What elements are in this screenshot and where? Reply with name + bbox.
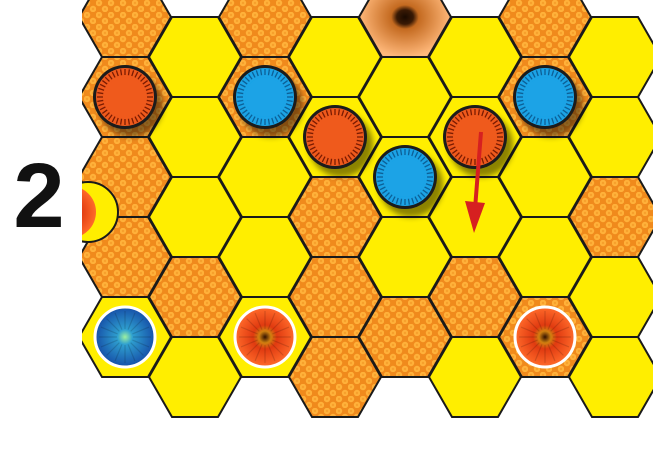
step-number: 2	[4, 150, 74, 242]
orange-piece[interactable]	[303, 105, 367, 169]
red-flower-icon	[515, 307, 575, 367]
red-flower-icon	[235, 307, 295, 367]
blue-piece[interactable]	[373, 145, 437, 209]
blue-piece[interactable]	[233, 65, 297, 129]
blue-flower-icon	[95, 307, 155, 367]
orange-piece[interactable]	[443, 105, 507, 169]
blue-piece[interactable]	[513, 65, 577, 129]
orange-piece[interactable]	[93, 65, 157, 129]
